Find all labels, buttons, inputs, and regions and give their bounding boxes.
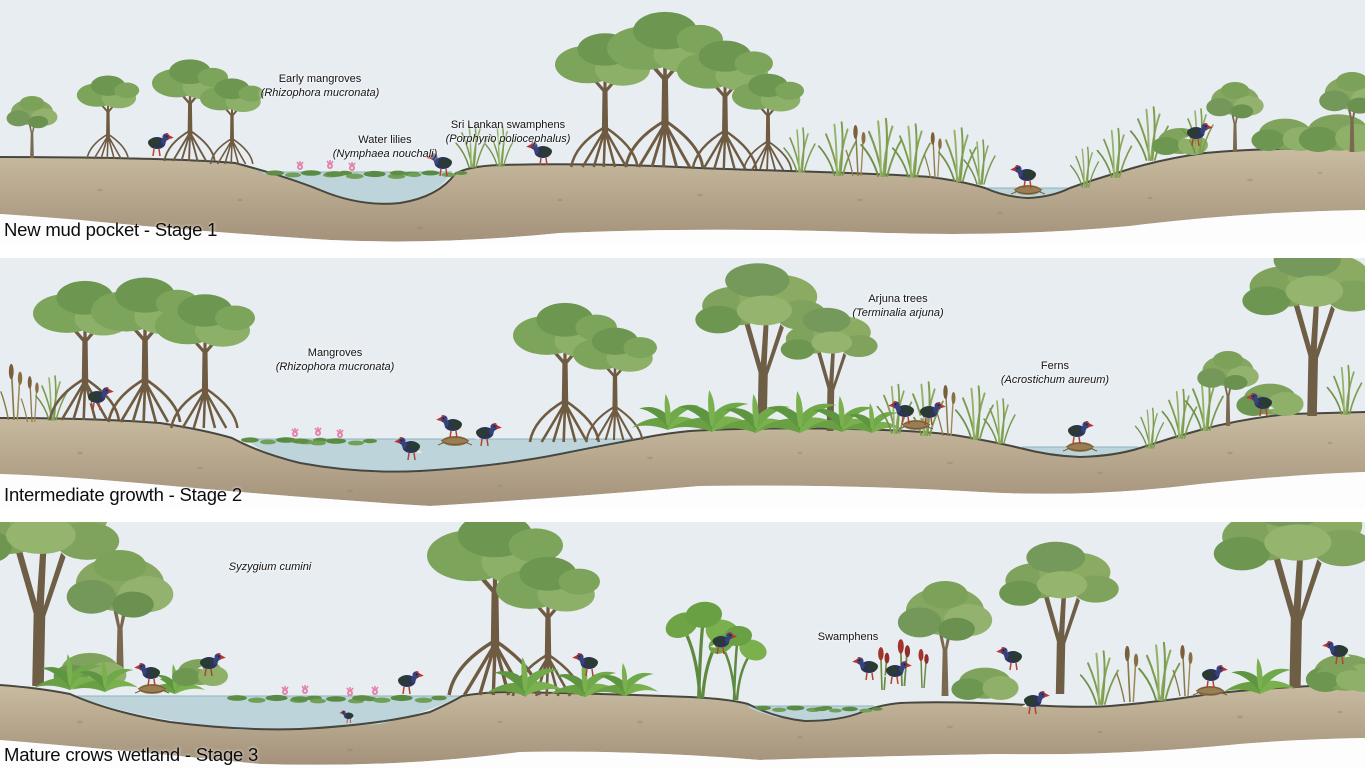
label-arjuna-trees: Arjuna trees (Terminalia arjuna)	[852, 292, 943, 321]
stage-3-title: Mature crows wetland - Stage 3	[4, 744, 259, 765]
water-lily-flower	[371, 685, 379, 696]
water-lily-flower	[296, 160, 304, 171]
water-pool	[72, 696, 460, 730]
bottom-white-band	[0, 472, 1365, 508]
bottom-white-band	[0, 210, 1365, 243]
mud-cross-section	[0, 412, 1365, 506]
water-lily-flower	[348, 161, 356, 172]
label-common-name: Arjuna trees	[868, 293, 928, 305]
mud-texture	[97, 171, 1323, 230]
label-common-name: Early mangroves	[278, 73, 362, 85]
label-swamphens: Sri Lankan swamphens (Porphyrio poliocep…	[446, 118, 571, 147]
stage-3-panel: Syzygium cumini Swamphens Mature crows w…	[0, 522, 1365, 768]
water-lily-flower	[281, 685, 289, 696]
water-lily-flower	[314, 426, 322, 437]
label-latin-name: (Terminalia arjuna)	[852, 307, 944, 320]
water-lily-flower	[336, 428, 344, 439]
label-common-name: Swamphens	[817, 631, 879, 643]
stage-2-title: Intermediate growth - Stage 2	[4, 484, 242, 505]
stage-2-panel: Mangroves (Rhizophora mucronata) Arjuna …	[0, 258, 1365, 508]
label-ferns: Ferns (Acrostichum aureum)	[1001, 359, 1109, 388]
label-common-name: Mangroves	[307, 347, 363, 359]
ground-profile	[0, 411, 1365, 473]
label-common-name: Sri Lankan swamphens	[450, 119, 566, 131]
label-early-mangroves: Early mangroves (Rhizophora mucronata)	[261, 72, 380, 101]
label-common-name: Ferns	[1040, 360, 1070, 372]
water-lily-flower	[301, 684, 309, 695]
mud-texture	[77, 710, 1343, 752]
mud-cross-section	[0, 148, 1365, 242]
label-latin-name: (Nymphaea nouchali)	[332, 148, 438, 161]
water-pool	[258, 172, 452, 203]
label-mangroves: Mangroves (Rhizophora mucronata)	[276, 346, 395, 375]
stage-2-scene	[0, 258, 1365, 508]
water-lily-flower	[291, 427, 299, 438]
label-latin-name: (Acrostichum aureum)	[1000, 374, 1110, 387]
label-latin-name: (Porphyrio poliocephalus)	[445, 133, 571, 146]
stage-1-scene	[0, 0, 1365, 243]
label-syzygium-cumini: Syzygium cumini	[229, 560, 312, 574]
stage-1-panel: Early mangroves (Rhizophora mucronata) W…	[0, 0, 1365, 243]
label-latin-name: (Rhizophora mucronata)	[275, 361, 395, 374]
label-latin-name: Syzygium cumini	[228, 561, 312, 573]
stage-3-scene	[0, 522, 1365, 768]
label-latin-name: (Rhizophora mucronata)	[260, 87, 380, 100]
mud-cross-section	[0, 684, 1365, 765]
label-swamphens: Swamphens	[818, 630, 879, 644]
bottom-white-band	[0, 738, 1365, 768]
mud-texture	[77, 441, 1333, 493]
stage-1-title: New mud pocket - Stage 1	[4, 219, 218, 240]
water-lily-flower	[346, 686, 354, 697]
label-common-name: Water lilies	[358, 134, 412, 146]
label-water-lilies: Water lilies (Nymphaea nouchali)	[333, 133, 438, 162]
water-pool	[246, 439, 638, 473]
